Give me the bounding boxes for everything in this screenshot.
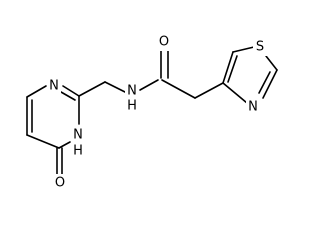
bond [265,55,278,71]
bond [26,85,47,98]
bond [58,141,71,149]
bond [262,69,278,99]
bond [194,82,224,99]
bonds [26,46,278,175]
o-ring-bg [52,174,68,192]
o-ring-label: O [55,176,65,191]
bond [78,81,106,97]
n-ring-a-label: N [49,79,59,94]
n-thiazole-label: N [248,100,258,115]
bond [222,51,234,84]
h-amide-label: H [127,99,137,114]
bond [222,82,248,104]
bond [62,85,80,97]
nh-ring-bg [71,143,85,159]
nh-amide-bg [125,83,139,99]
n-ring-a-bg [47,78,61,94]
bond [227,55,238,83]
n-ring-b-bg [71,127,85,143]
nh-amide-label: N [127,84,137,99]
bond [258,71,271,94]
molecule-diagram: N N H O N H O S N [26,32,278,192]
bond [232,46,255,53]
h-amide-bg [125,98,139,114]
n-ring-b-label: N [73,128,83,143]
nh-ring-label: H [73,144,83,159]
bond [26,134,60,149]
s-thiazole-bg [253,38,267,56]
s-thiazole-label: S [256,40,264,55]
bond [104,81,126,93]
atom-labels: N N H O N H O S N [47,32,267,192]
n-thiazole-bg [246,99,260,115]
bond [161,79,196,99]
bond [139,79,159,91]
bond [60,91,76,101]
o-amide-bg [156,32,173,51]
o-amide-label: O [159,35,169,50]
